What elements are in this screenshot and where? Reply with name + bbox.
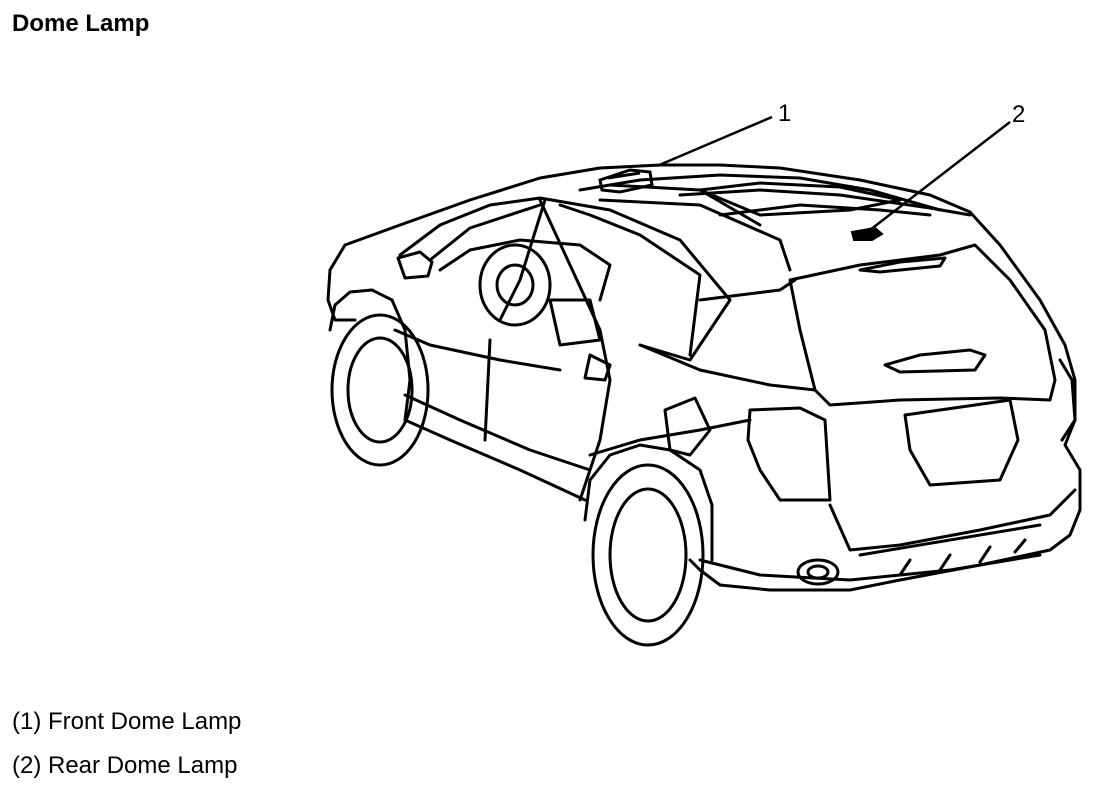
callout-number-1: 1: [778, 100, 791, 127]
vehicle-outline: [326, 163, 1082, 647]
callout-number-2: 2: [1012, 101, 1025, 128]
diagram-title: Dome Lamp: [12, 10, 150, 37]
legend-item-front-dome-lamp: (1) Front Dome Lamp: [12, 708, 242, 735]
front-dome-lamp-component: [598, 168, 654, 194]
leader-line-2: [869, 121, 1011, 231]
legend-item-rear-dome-lamp: (2) Rear Dome Lamp: [12, 752, 238, 779]
leader-line-1: [656, 115, 773, 168]
legend: (1) Front Dome Lamp (2) Rear Dome Lamp: [12, 700, 241, 788]
rear-dome-lamp-component: [850, 226, 884, 241]
